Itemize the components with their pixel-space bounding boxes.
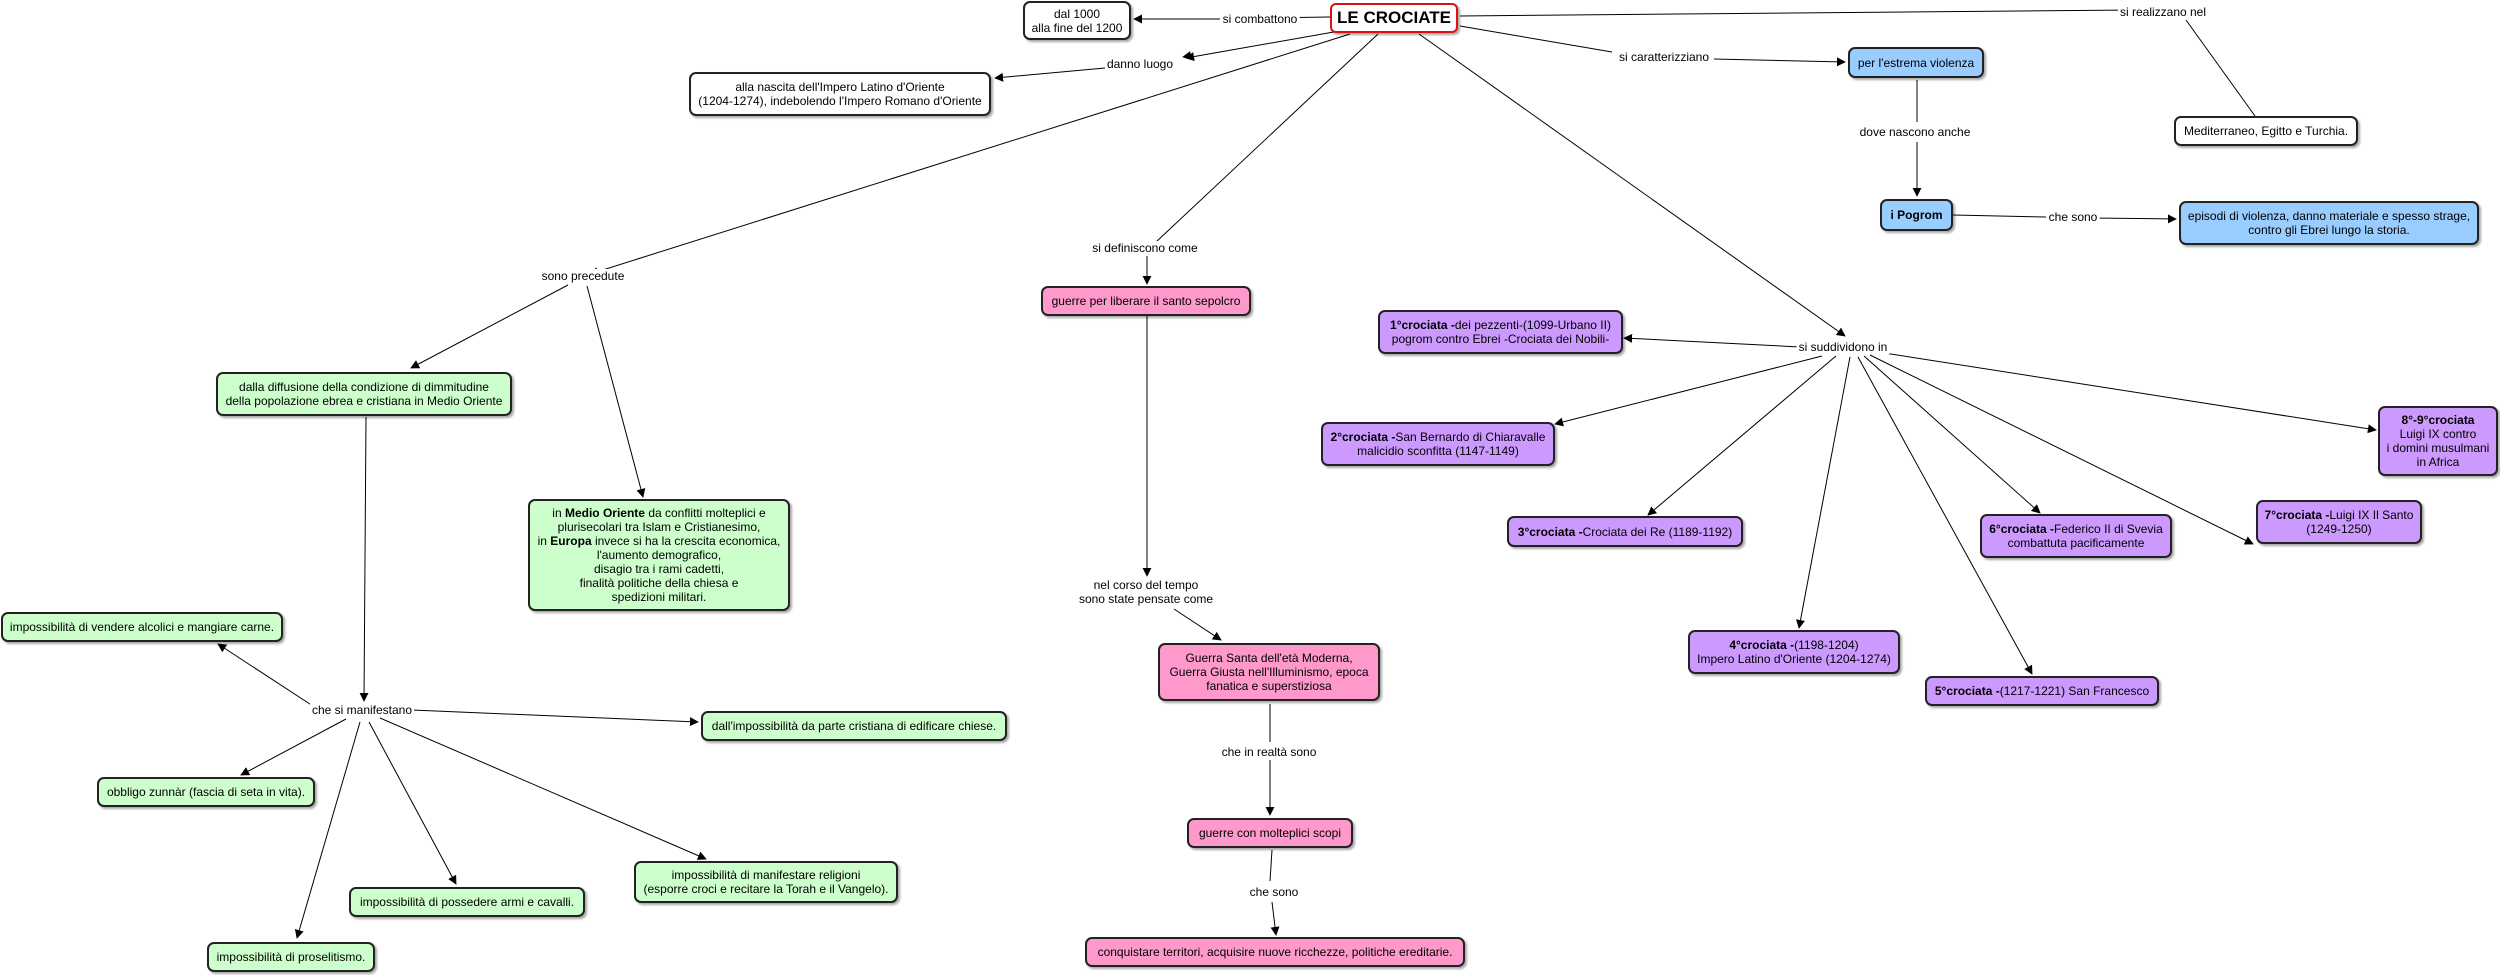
edge (1713, 57, 1846, 67)
link-label-che-sono-scopi: che sono (1247, 885, 1301, 899)
node-crociata-8-9[interactable]: 8°-9°crociata Luigi IX contro i domini m… (2378, 406, 2498, 476)
link-label-che-in-realta-sono: che in realtà sono (1219, 745, 1319, 759)
root-node-le-crociate[interactable]: LE CROCIATE (1330, 3, 1458, 33)
node-zunnar[interactable]: obbligo zunnàr (fascia di seta in vita). (97, 777, 315, 807)
node-crociata-4[interactable]: 4°crociata -(1198-1204) Impero Latino d'… (1688, 630, 1900, 674)
node-pogrom[interactable]: i Pogrom (1880, 199, 1953, 231)
edge (1418, 33, 1846, 337)
link-label-dove-nascono-anche: dove nascono anche (1857, 125, 1973, 139)
edge (994, 67, 1106, 82)
node-conquistare-territori[interactable]: conquistare territori, acquisire nuove r… (1085, 937, 1465, 967)
node-crociata-3[interactable]: 3°crociata -Crociata dei Re (1189-1192) (1507, 516, 1743, 547)
edge (589, 33, 1351, 276)
edge (217, 643, 317, 709)
link-label-danno-luogo: danno luogo (1104, 57, 1176, 71)
node-mediterraneo[interactable]: Mediterraneo, Egitto e Turchia. (2174, 116, 2358, 146)
edge (1269, 849, 1273, 882)
edge (1863, 355, 2041, 514)
edge (359, 416, 369, 702)
node-crociata-6[interactable]: 6°crociata -Federico II di Svevia combat… (1980, 514, 2172, 558)
node-chiese[interactable]: dall'impossibilità da parte cristiana di… (701, 711, 1007, 741)
edge (240, 718, 347, 776)
node-dal-1000[interactable]: dal 1000 alla fine del 1200 (1023, 1, 1131, 40)
edge (294, 721, 361, 939)
node-alcolici[interactable]: impossibilità di vendere alcolici e mang… (1, 612, 283, 642)
link-label-sono-precedute: sono precedute (539, 269, 627, 283)
edge (1173, 608, 1222, 641)
edge (1869, 354, 2254, 545)
node-religioni[interactable]: impossibilità di manifestare religioni (… (634, 861, 898, 903)
edge (379, 717, 707, 860)
edge (411, 709, 699, 727)
node-medio-oriente-europa[interactable]: in Medio Oriente da conflitti molteplici… (528, 499, 790, 611)
edge (2185, 19, 2256, 117)
edge (1459, 25, 1613, 53)
edge (1185, 29, 1346, 62)
link-label-si-definiscono-come: si definiscono come (1090, 241, 1200, 255)
node-crociata-2[interactable]: 2°crociata -San Bernardo di Chiaravalle … (1321, 422, 1555, 466)
node-crociata-7[interactable]: 7°crociata -Luigi IX Il Santo (1249-1250… (2256, 500, 2422, 544)
link-label-si-caratterizziano: si caratterizziano (1616, 50, 1712, 64)
edge (1877, 351, 2377, 434)
link-label-si-combattono: si combattono (1220, 12, 1300, 26)
node-nascita-impero-latino[interactable]: alla nascita dell'Impero Latino d'Orient… (689, 72, 991, 116)
edge (2091, 214, 2177, 224)
link-label-che-sono-pogrom: che sono (2046, 210, 2100, 224)
node-guerra-santa[interactable]: Guerra Santa dell'età Moderna, Guerra Gi… (1158, 643, 1380, 701)
link-label-che-si-manifestano: che si manifestano (309, 703, 415, 717)
node-dimmitudine[interactable]: dalla diffusione della condizione di dim… (216, 372, 512, 416)
node-estrema-violenza[interactable]: per l'estrema violenza (1848, 47, 1984, 78)
edge (1155, 33, 1379, 243)
edge (1796, 356, 1851, 629)
edge (1270, 901, 1280, 936)
node-armi-cavalli[interactable]: impossibilità di possedere armi e cavall… (349, 887, 585, 917)
edge (368, 721, 457, 885)
node-guerre-molteplici-scopi[interactable]: guerre con molteplici scopi (1187, 818, 1353, 848)
edge (1857, 356, 2033, 675)
edge (1647, 355, 1837, 516)
node-proselitismo[interactable]: impossibilità di proselitismo. (207, 942, 375, 972)
edge (1182, 51, 1192, 60)
edge (410, 284, 569, 369)
node-crociata-1[interactable]: 1°crociata -dei pezzenti-(1099-Urbano II… (1378, 310, 1623, 354)
link-label-si-realizzano-nel: si realizzano nel (2117, 5, 2209, 19)
root-title: LE CROCIATE (1337, 8, 1451, 27)
edge (1554, 355, 1823, 427)
edge (586, 285, 646, 498)
edge (1623, 333, 1801, 348)
link-label-nel-corso-del-tempo: nel corso del tempo sono state pensate c… (1076, 578, 1216, 606)
node-episodi-violenza[interactable]: episodi di violenza, danno materiale e s… (2179, 201, 2479, 245)
edge (1952, 214, 2047, 218)
node-guerre-santo-sepolcro[interactable]: guerre per liberare il santo sepolcro (1041, 286, 1251, 316)
edge (1459, 9, 2133, 17)
link-label-si-suddividono-in: si suddividono in (1796, 340, 1890, 354)
node-crociata-5[interactable]: 5°crociata -(1217-1221) San Francesco (1925, 676, 2159, 706)
